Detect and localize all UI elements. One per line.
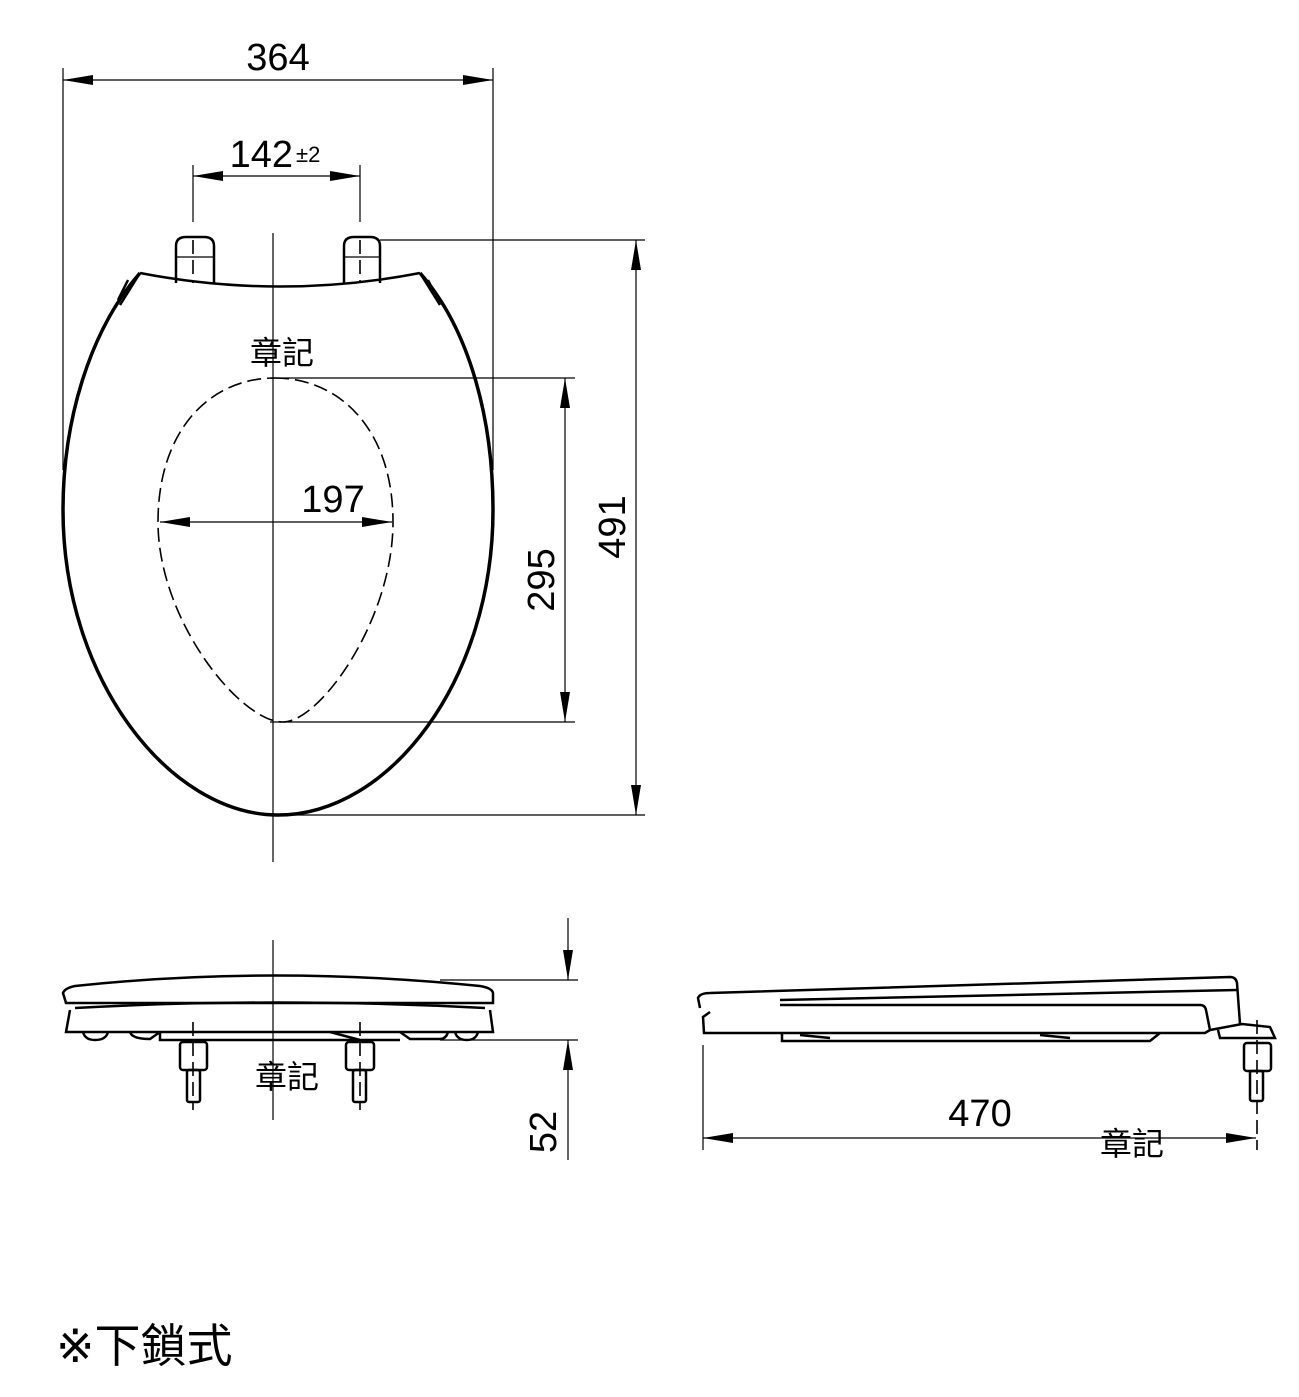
top-view: 章記 364 142 ±2 197 295 491 (61, 37, 645, 862)
hinge-corner (116, 272, 442, 306)
side-lid-profile (696, 975, 1242, 1025)
side-view: 470 章記 (696, 975, 1277, 1163)
dimension-height: 52 (523, 1111, 565, 1153)
dimension-overall-width: 364 (246, 37, 309, 79)
hinge-right (342, 235, 382, 283)
bolt-side (1242, 1020, 1273, 1150)
seat-ring-profile (64, 1009, 495, 1034)
footer-note: ※下鎖式 (56, 1319, 233, 1373)
dimension-depth: 470 (948, 1093, 1011, 1135)
bolt-right (344, 1022, 376, 1110)
mark-label-side: 章記 (1100, 1125, 1164, 1163)
hinge-left (174, 235, 216, 283)
dimension-opening-length: 295 (521, 548, 563, 611)
dimension-hinge-spacing: 142 (230, 134, 293, 176)
mark-label-top: 章記 (250, 334, 314, 372)
dimension-overall-length: 491 (592, 495, 634, 558)
lid-profile (61, 974, 495, 1005)
mark-label-front: 章記 (255, 1058, 319, 1096)
seat-opening-outline (157, 377, 394, 723)
bolt-left (178, 1022, 209, 1110)
dimension-opening-width: 197 (301, 479, 364, 521)
seat-top-edge (139, 271, 421, 288)
front-view: 章記 52 (61, 918, 578, 1160)
dimension-hinge-tolerance: ±2 (296, 142, 320, 167)
